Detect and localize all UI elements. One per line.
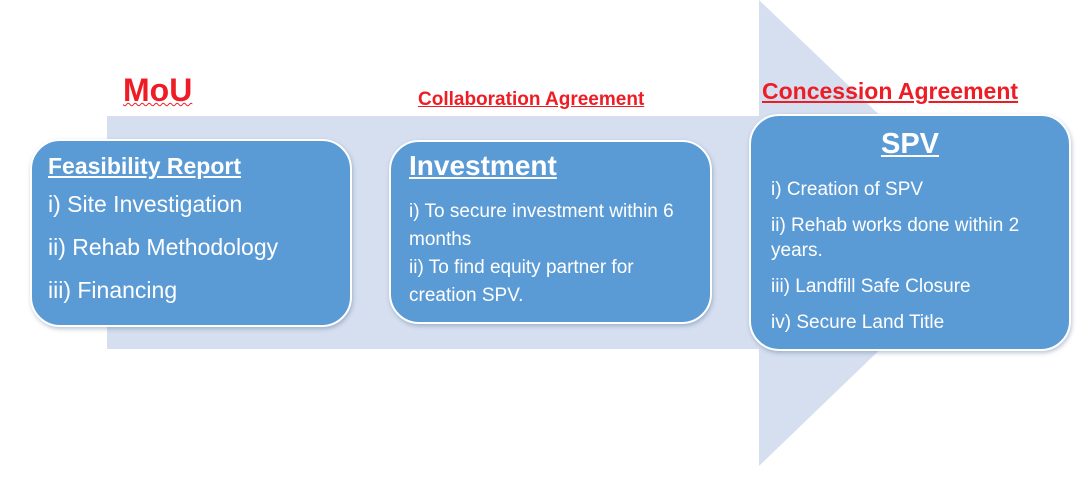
list-item: ii) Rehab Methodology — [48, 234, 279, 260]
spv-box: SPV i) Creation of SPV ii) Rehab works d… — [749, 114, 1071, 351]
concession-agreement-label: Concession Agreement — [762, 78, 1019, 104]
spv-title: SPV — [880, 128, 940, 160]
list-item: i) Creation of SPV — [771, 179, 924, 200]
feasibility-report-title: Feasibility Report — [48, 153, 241, 179]
list-item: i) Site Investigation — [48, 191, 243, 217]
investment-box: Investment i) To secure investment withi… — [389, 140, 712, 324]
list-item: ii) Rehab works done within 2 years. — [771, 215, 1020, 261]
list-item: ii) To find equity partner for creation … — [409, 257, 634, 306]
collaboration-agreement-label: Collaboration Agreement — [418, 89, 645, 110]
list-item: iii) Financing — [48, 277, 178, 303]
list-item: iv) Secure Land Title — [771, 312, 945, 333]
list-item: i) To secure investment within 6 months — [409, 201, 674, 250]
list-item: iii) Landfill Safe Closure — [771, 276, 971, 297]
investment-title: Investment — [409, 150, 557, 181]
feasibility-report-box: Feasibility Report i) Site Investigation… — [30, 139, 352, 327]
mou-label: MoU — [123, 72, 193, 108]
